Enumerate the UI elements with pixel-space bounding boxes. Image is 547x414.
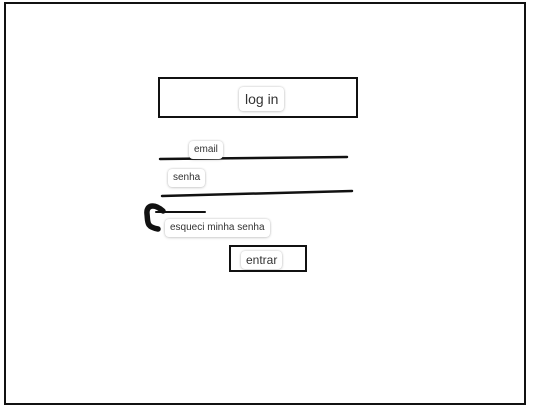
submit-button-label[interactable]: entrar (241, 251, 283, 269)
login-title-box (158, 77, 358, 118)
email-label: email (189, 141, 223, 159)
forgot-password-link[interactable]: esqueci minha senha (165, 219, 270, 237)
submit-button[interactable] (229, 245, 307, 272)
page-title: log in (239, 87, 285, 111)
wireframe-frame (4, 2, 526, 405)
password-label: senha (168, 169, 206, 187)
